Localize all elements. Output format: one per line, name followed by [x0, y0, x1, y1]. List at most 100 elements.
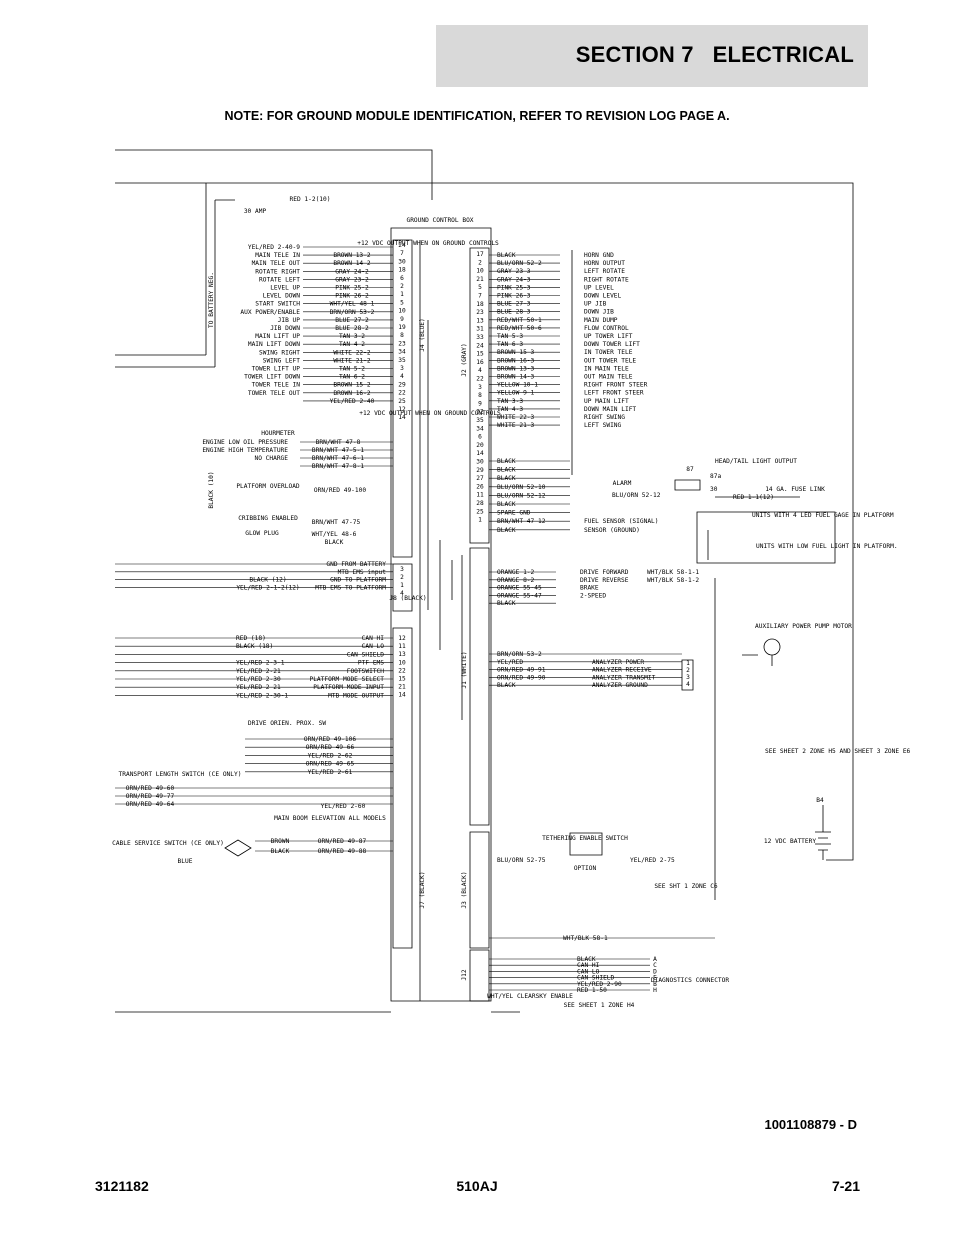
j4-wire-label: TAN 3-2 [339, 333, 365, 340]
j4-pin-number: 24 [398, 242, 406, 249]
j2-function-label: HORN GND [584, 252, 614, 259]
j2-wire-label: BROWN 14-3 [497, 374, 535, 381]
j4-wire-label: BROWN 13-2 [333, 252, 371, 259]
j2-pin-number: 15 [476, 351, 484, 358]
j4-function-label: AUX POWER/ENABLE [240, 309, 300, 316]
j1-function-label: CAN SHIELD [347, 651, 385, 658]
lower-j2-wire-label: BLACK [497, 527, 516, 534]
j2-pin-number: 34 [476, 425, 484, 432]
j4-pin-number: 30 [398, 258, 406, 265]
j4-pin-number: 4 [400, 373, 404, 380]
relay-30-label: 30 [710, 486, 718, 493]
j4-wire-label: TAN 6-2 [339, 374, 365, 381]
sensor-wire-label: BRN/WHT 47-8 [316, 439, 361, 446]
j2-wire-label: RED/WHT 50-1 [497, 317, 542, 324]
analyzer-function-label: ANALYZER RECEIVE [592, 667, 652, 674]
j4-wire-label: BLUE 28-2 [335, 325, 369, 332]
j4-pin-number: 19 [398, 324, 406, 331]
j2-pin-number: 26 [476, 483, 484, 490]
j4-wire-label: WHITE 22-2 [333, 349, 371, 356]
j2-function-label: LEFT SWING [584, 422, 622, 429]
j4-pin-number: 34 [398, 349, 406, 356]
lower-j2-function-label: SENSOR (GROUND) [584, 527, 640, 534]
j2-pin-number: 3 [478, 384, 482, 391]
j4-wire-label: WHITE 21-2 [333, 357, 371, 364]
drive-output-label: WHT/BLK 58-1-1 [647, 569, 699, 576]
j1-wire-label: BLACK (18) [236, 643, 273, 650]
j2-pin-number: 17 [476, 251, 484, 258]
j2-wire-label: GRAY 24-3 [497, 276, 531, 283]
j2-pin-number: 35 [476, 417, 484, 424]
j2-connector-label: J2 (GRAY) [461, 343, 468, 377]
diagnostic-wire-label: RED 1-50 [577, 987, 607, 994]
j2-function-label: OUT TOWER TELE [584, 357, 636, 364]
j2-wire-label: BLUE 27-3 [497, 301, 531, 308]
drive-function-label: BRAKE [580, 585, 599, 592]
j4-wire-label: BROWN 15-2 [333, 382, 371, 389]
drive-orientation-label: DRIVE ORIEN. PROX. SW [248, 720, 327, 727]
relay-87-label: 87 [686, 466, 694, 473]
j2-function-label: FLOW CONTROL [584, 325, 629, 332]
b4-label: B4 [816, 797, 824, 804]
j4-pin-number: 5 [400, 299, 404, 306]
j2-function-label: UP LEVEL [584, 284, 614, 291]
sensor-function-label: NO CHARGE [254, 455, 288, 462]
diagnostic-pin-letter: E [653, 975, 657, 982]
j2-pin-number: 22 [476, 376, 484, 383]
transport-wire-label: ORN/RED 49-64 [126, 801, 175, 808]
j4-function-label: ROTATE LEFT [259, 276, 300, 283]
j4-wire-label: TAN 5-2 [339, 366, 365, 373]
analyzer-pin-number: 4 [686, 681, 690, 688]
j4-function-label: TOWER LIFT UP [252, 366, 301, 373]
j4-pin-number: 9 [400, 316, 404, 323]
j4-function-label: SWING LEFT [263, 357, 301, 364]
j4-wire-label: BROWN 16-2 [333, 390, 371, 397]
j4-function-label: ROTATE RIGHT [255, 268, 300, 275]
j4-function-label: MAIN TELE IN [255, 252, 300, 259]
j4-pin-number: 3 [400, 365, 404, 372]
alarm-label: ALARM [613, 480, 632, 487]
fuse-link-label: 14 GA. FUSE LINK [765, 486, 825, 493]
drive-function-label: 2-SPEED [580, 592, 606, 599]
diagnostic-pin-letter: D [653, 968, 657, 975]
fuel-led-label: UNITS WITH 4 LED FUEL GAGE IN PLATFORM [752, 512, 894, 519]
j4-function-label: START SWITCH [255, 301, 300, 308]
section-title: SECTION 7 ELECTRICAL [575, 42, 854, 67]
j4-function-label: TOWER LIFT DOWN [244, 374, 300, 381]
j1-pin-number: 21 [398, 684, 406, 691]
j2-function-label: IN TOWER TELE [584, 349, 633, 356]
lower-j2-function-label: FUEL SENSOR (SIGNAL) [584, 518, 659, 525]
j2-function-label: IN MAIN TELE [584, 365, 629, 372]
j4-pin-number: 18 [398, 267, 406, 274]
wht-blk-label: WHT/BLK 58-1 [563, 935, 608, 942]
j4-pin-number: 22 [398, 390, 406, 397]
j2-function-label: UP JIB [584, 301, 607, 308]
j4-pin-number: 7 [400, 250, 404, 257]
diagnostic-pin-letter: H [653, 987, 657, 994]
j4-function-label: LEVEL DOWN [263, 293, 301, 300]
j2-wire-label: TAN 5-3 [497, 333, 523, 340]
j2-wire-label: RED/WHT 50-6 [497, 325, 542, 332]
j2-wire-label: PINK 26-3 [497, 293, 531, 300]
diagnostic-pin-letter: B [653, 981, 657, 988]
j4-wire-label: YEL/RED 2-40 [330, 398, 375, 405]
see-sheet-1-label: SEE SHT 1 ZONE C6 [654, 883, 718, 890]
j4-wire-label: PINK 25-2 [335, 285, 369, 292]
j4-function-label: SWING RIGHT [259, 349, 300, 356]
j2-pin-number: 1 [478, 517, 482, 524]
j2-wire-label: BLACK [497, 252, 516, 259]
j2-function-label: UP TOWER LIFT [584, 333, 633, 340]
j2-function-label: LEFT ROTATE [584, 268, 625, 275]
j1-pin-number: 22 [398, 667, 406, 674]
cribbing-label: CRIBBING ENABLED [238, 515, 298, 522]
clearsky-label: WHT/YEL CLEARSKY ENABLE [487, 993, 573, 1000]
drive-wire-label: ORANGE 55-45 [497, 585, 542, 592]
fuse-label: 30 AMP [244, 208, 267, 215]
j8-function-label: GND TO PLATFORM [330, 577, 386, 584]
relay-87a-label: 87a [710, 473, 721, 480]
j8-pin-number: 2 [400, 574, 404, 581]
footer-part-number: 3121182 [95, 1178, 149, 1194]
j2-pin-number: 32 [476, 409, 484, 416]
j1-pin-number: 13 [398, 651, 406, 658]
analyzer-function-label: ANALYZER GROUND [592, 682, 648, 689]
